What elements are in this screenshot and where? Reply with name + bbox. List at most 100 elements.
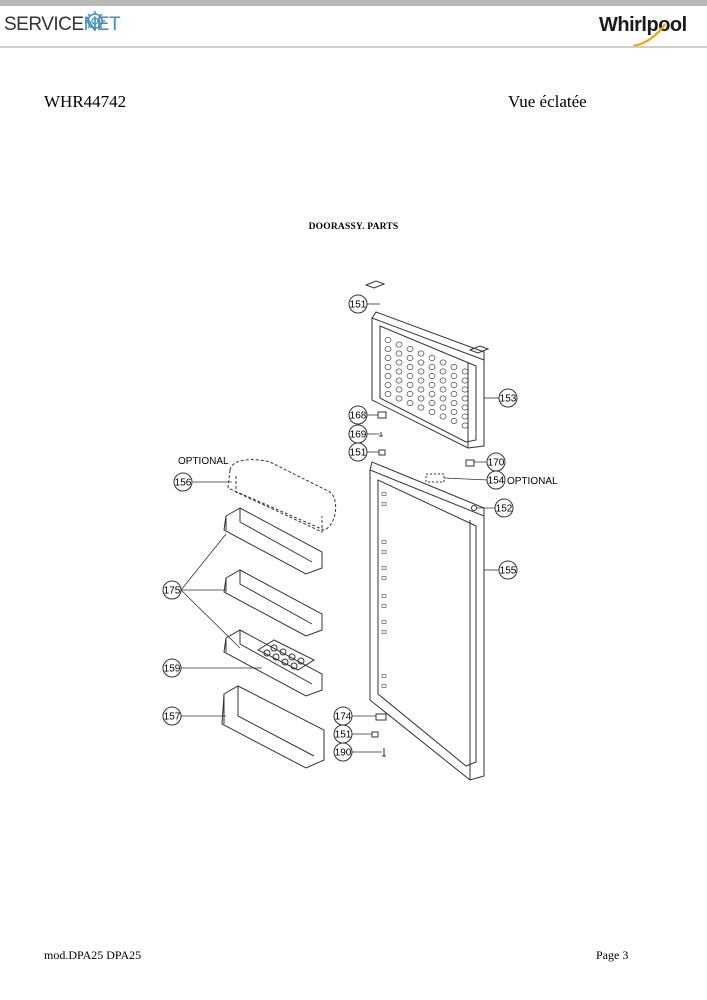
part-169-shape xyxy=(379,432,383,437)
whirlpool-logo: Whirlpool xyxy=(599,14,699,48)
callout-168: 168 xyxy=(348,405,368,425)
fridge-door-clip-hole xyxy=(381,630,387,634)
callout-190: 190 xyxy=(333,742,353,762)
view-title: Vue éclatée xyxy=(508,92,587,111)
freezer-door-hole xyxy=(428,355,436,361)
servicenet-logo: SERVICENET xyxy=(4,11,124,44)
gear-icon xyxy=(85,11,105,31)
freezer-door-hole xyxy=(417,359,425,366)
top-band xyxy=(0,0,707,6)
part-154-shape xyxy=(425,473,445,483)
freezer-door-hole xyxy=(395,386,403,393)
freezer-door-hole xyxy=(461,422,469,429)
model-code: WHR44742 xyxy=(44,92,127,111)
bottle-shelf xyxy=(221,685,325,769)
freezer-door-hole xyxy=(406,355,414,361)
freezer-door-hole xyxy=(406,382,414,388)
swirl-icon xyxy=(632,23,666,48)
callout-151-mid: 151 xyxy=(348,442,368,462)
door-shelf-3 xyxy=(223,629,323,697)
freezer-door-hole xyxy=(461,368,469,375)
freezer-door-hole xyxy=(384,346,392,352)
leader-lines xyxy=(180,303,500,753)
freezer-door-hole xyxy=(417,350,425,357)
callout-169: 169 xyxy=(348,424,368,444)
part-152-shape xyxy=(471,505,477,511)
part-190-shape xyxy=(382,748,386,757)
fridge-door-clip-hole xyxy=(381,684,387,688)
freezer-door-hole xyxy=(395,377,403,384)
door-shelf-2 xyxy=(223,569,323,637)
freezer-door-hole xyxy=(384,391,392,397)
freezer-door xyxy=(371,311,485,449)
freezer-door-hole xyxy=(428,382,436,388)
freezer-door-hole xyxy=(428,364,436,370)
callout-155: 155 xyxy=(498,560,518,580)
footer-model-ref: mod.DPA25 DPA25 xyxy=(44,948,142,962)
egg-tray xyxy=(256,639,316,671)
part-170-shape xyxy=(465,459,475,467)
freezer-door-hole xyxy=(450,400,458,406)
footer-page-number: Page 3 xyxy=(596,948,629,962)
label-157: 157 xyxy=(164,712,181,723)
freezer-door-hole xyxy=(395,350,403,357)
freezer-door-hole xyxy=(406,391,414,397)
freezer-door-hole xyxy=(439,386,447,393)
callout-154: 154 xyxy=(486,470,506,490)
callout-159: 159 xyxy=(162,658,182,678)
freezer-door-hole xyxy=(439,395,447,402)
fridge-door xyxy=(369,461,485,781)
freezer-door-hole xyxy=(428,409,436,415)
callout-170: 170 xyxy=(486,452,506,472)
label-175: 175 xyxy=(164,586,181,597)
freezer-door-hole xyxy=(406,346,414,352)
label-190: 190 xyxy=(335,748,352,759)
hinge-cap-right xyxy=(468,345,490,354)
label-169: 169 xyxy=(350,430,367,441)
fridge-door-clip-hole xyxy=(381,502,387,506)
freezer-door-hole xyxy=(450,373,458,379)
freezer-door-hole xyxy=(450,364,458,370)
callout-153: 153 xyxy=(498,388,518,408)
optional-note-left: OPTIONAL xyxy=(178,456,229,467)
fridge-door-clip-hole xyxy=(381,492,387,496)
servicenet-logo-service: SERVICE xyxy=(4,14,84,35)
freezer-door-hole xyxy=(439,368,447,375)
fridge-door-clip-hole xyxy=(381,674,387,678)
freezer-door-hole xyxy=(439,413,447,420)
freezer-door-hole xyxy=(428,400,436,406)
freezer-door-hole xyxy=(384,373,392,379)
freezer-door-hole xyxy=(461,386,469,393)
freezer-door-hole xyxy=(406,364,414,370)
freezer-door-hole xyxy=(461,395,469,402)
freezer-door-hole xyxy=(395,368,403,375)
freezer-door-hole xyxy=(450,391,458,397)
label-174: 174 xyxy=(335,712,352,723)
freezer-door-hole xyxy=(439,404,447,411)
freezer-door-holes xyxy=(384,337,469,429)
fridge-door-clip-hole xyxy=(381,550,387,554)
freezer-door-hole xyxy=(384,382,392,388)
label-151-mid: 151 xyxy=(350,448,367,459)
door-shelf-1 xyxy=(223,507,323,575)
freezer-door-hole xyxy=(417,377,425,384)
freezer-door-hole xyxy=(384,355,392,361)
callout-group: 151 153 168 169 151 170 154 152 156 175 … xyxy=(162,294,558,762)
whirlpool-logo-text: Whirlpool xyxy=(599,14,687,36)
freezer-door-hole xyxy=(428,391,436,397)
part-174-shape xyxy=(375,713,387,721)
fridge-door-clip-hole xyxy=(381,594,387,598)
callout-175: 175 xyxy=(162,580,182,600)
fridge-door-clip-hole xyxy=(381,566,387,570)
freezer-door-hole xyxy=(461,404,469,411)
freezer-door-hole xyxy=(428,373,436,379)
freezer-door-hole xyxy=(406,400,414,406)
fridge-door-clip-hole xyxy=(381,604,387,608)
fridge-door-clip-hole xyxy=(381,540,387,544)
part-151-bottom-shape xyxy=(371,731,379,738)
callout-157: 157 xyxy=(162,706,182,726)
part-151-shape xyxy=(378,449,386,456)
freezer-door-hole xyxy=(384,337,392,343)
label-155: 155 xyxy=(500,566,517,577)
